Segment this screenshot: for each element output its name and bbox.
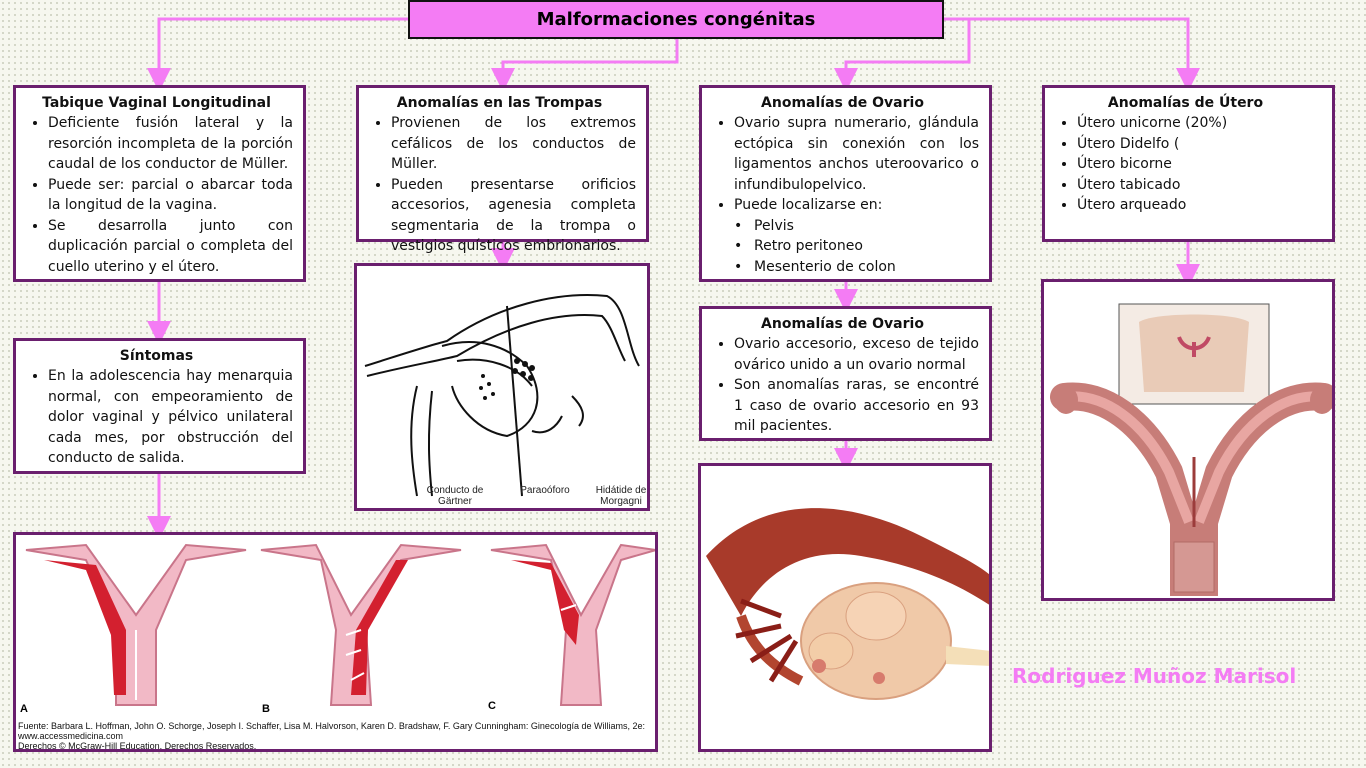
- ovario-2-item-2: Son anomalías raras, se encontré 1 caso …: [734, 375, 979, 437]
- ovario-location-retroperitoneo: Retro peritoneo: [754, 236, 979, 257]
- trompa-illustration: Conducto de Gärtner Paraoóforo Hidátide …: [354, 263, 650, 511]
- uterus-drawing: [1050, 303, 1332, 596]
- panel-letter-a: A: [20, 703, 28, 715]
- ovario-box-2: Anomalías de Ovario Ovario accesorio, ex…: [699, 306, 992, 441]
- trompa-drawing: [364, 294, 640, 497]
- ovario-2-item-1: Ovario accesorio, exceso de tejido ovári…: [734, 334, 979, 375]
- label-conducto-gartner: Conducto de Gärtner: [426, 485, 484, 507]
- tabique-item-1: Deficiente fusión lateral y la resorción…: [48, 113, 293, 175]
- utero-illustration: [1041, 279, 1335, 601]
- ovario-box-1: Anomalías de Ovario Ovario supra numerar…: [699, 85, 992, 282]
- ovary-drawing: [706, 508, 989, 700]
- ovario-location-mesenterio: Mesenterio de colon: [754, 257, 979, 278]
- author-name: Rodriguez Muñoz Marisol: [1012, 664, 1297, 688]
- ovario-1-item-1: Ovario supra numerario, glándula ectópic…: [734, 113, 979, 195]
- utero-title: Anomalías de Útero: [1107, 95, 1264, 111]
- utero-item-tabicado: Útero tabicado: [1077, 175, 1322, 196]
- label-paraooforo: Paraoóforo: [520, 485, 570, 496]
- tabique-item-2: Puede ser: parcial o abarcar toda la lon…: [48, 175, 293, 216]
- sintomas-title: Síntomas: [119, 348, 194, 364]
- figure-source: Fuente: Barbara L. Hoffman, John O. Scho…: [18, 721, 655, 751]
- trompas-title: Anomalías en las Trompas: [396, 95, 603, 111]
- trompas-box: Anomalías en las Trompas Provienen de lo…: [356, 85, 649, 254]
- label-hidatide-morgagni: Hidátide de Morgagni: [595, 485, 647, 507]
- utero-item-didelfo: Útero Didelfo (: [1077, 134, 1322, 155]
- sintomas-box: Síntomas En la adolescencia hay menarqui…: [13, 338, 306, 474]
- tabique-item-3: Se desarrolla junto con duplicación parc…: [48, 216, 293, 278]
- panel-letter-c: C: [488, 700, 496, 712]
- utero-item-bicorne: Útero bicorne: [1077, 154, 1322, 175]
- septum-drawing: [25, 543, 655, 706]
- utero-item-unicorne: Útero unicorne (20%): [1077, 113, 1322, 134]
- tabique-vaginal-title: Tabique Vaginal Longitudinal: [42, 95, 271, 111]
- ovario-location-pelvis: Pelvis: [754, 216, 979, 237]
- main-title: Malformaciones congénitas: [408, 0, 944, 39]
- utero-box: Anomalías de Útero Útero unicorne (20%) …: [1042, 85, 1335, 242]
- ovario-1-title: Anomalías de Ovario: [761, 95, 924, 111]
- source-citation: Fuente: Barbara L. Hoffman, John O. Scho…: [18, 721, 645, 741]
- sintomas-item-1: En la adolescencia hay menarquia normal,…: [48, 366, 293, 469]
- ovario-2-title: Anomalías de Ovario: [761, 316, 924, 332]
- source-copyright: Derechos © McGraw-Hill Education. Derech…: [18, 741, 257, 751]
- panel-letter-b: B: [262, 703, 270, 715]
- utero-item-arqueado: Útero arqueado: [1077, 195, 1322, 216]
- trompas-item-1: Provienen de los extremos cefálicos de l…: [391, 113, 636, 175]
- ovario-1-item-2: Puede localizarse en:: [734, 195, 979, 216]
- tabique-illustration: A B C Fuente: Barbara L. Hoffman, John O…: [13, 532, 658, 752]
- trompas-item-2: Pueden presentarse orificios accesorios,…: [391, 175, 636, 257]
- tabique-vaginal-box: Tabique Vaginal Longitudinal Deficiente …: [13, 85, 306, 282]
- ovario-illustration: [698, 463, 992, 752]
